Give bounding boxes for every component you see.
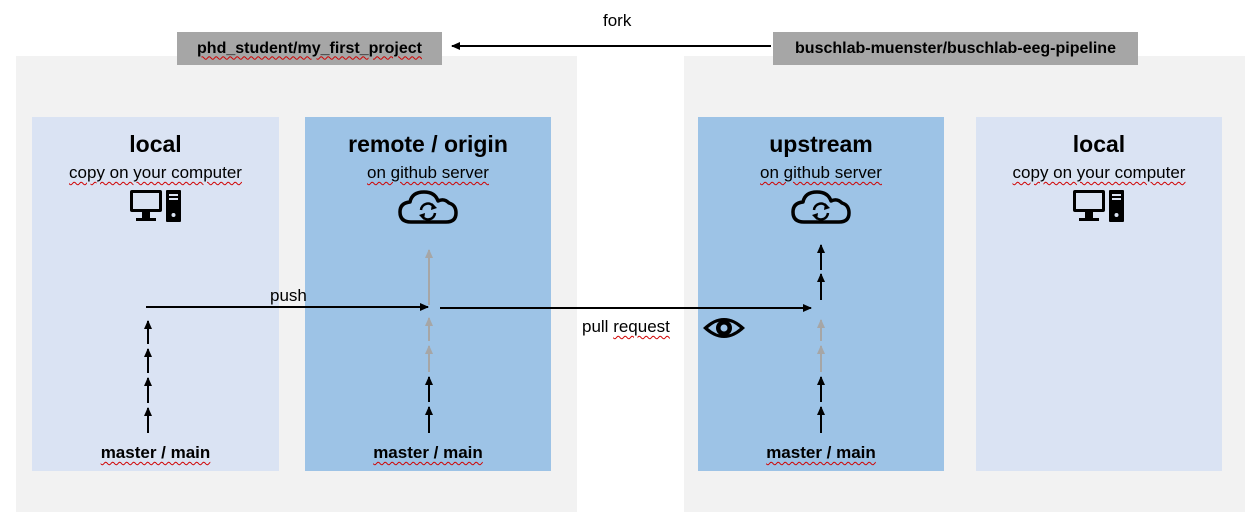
pull-request-label: pull request [582,317,670,336]
panel-subtitle: copy on your computer [69,163,242,182]
fork-label: fork [603,11,632,30]
my-repo-label: phd_student/my_first_project [177,32,442,65]
panel-remote-origin: remote / origin on github server master … [305,117,551,471]
panel-subtitle: copy on your computer [1012,163,1186,182]
branch-label: master / main [766,443,876,462]
panel-subtitle: on github server [760,163,882,182]
branch-label: master / main [373,443,483,462]
panel-title: local [1072,131,1126,157]
branch-label: master / main [100,443,211,462]
cloud-sync-icon [790,189,852,230]
panel-title: local [129,131,182,157]
panel-subtitle: on github server [367,163,489,182]
panel-title: remote / origin [348,131,508,157]
panel-local-right: local copy on your computer [976,117,1222,471]
push-label: push [270,286,307,305]
eye-icon [701,314,747,347]
computer-icon [1072,189,1126,228]
upstream-repo-label: buschlab-muenster/buschlab-eeg-pipeline [773,32,1138,65]
cloud-sync-icon [397,189,459,230]
computer-icon [129,189,183,228]
panel-title: upstream [769,131,873,157]
panel-local-left: local copy on your computer master / mai… [32,117,279,471]
